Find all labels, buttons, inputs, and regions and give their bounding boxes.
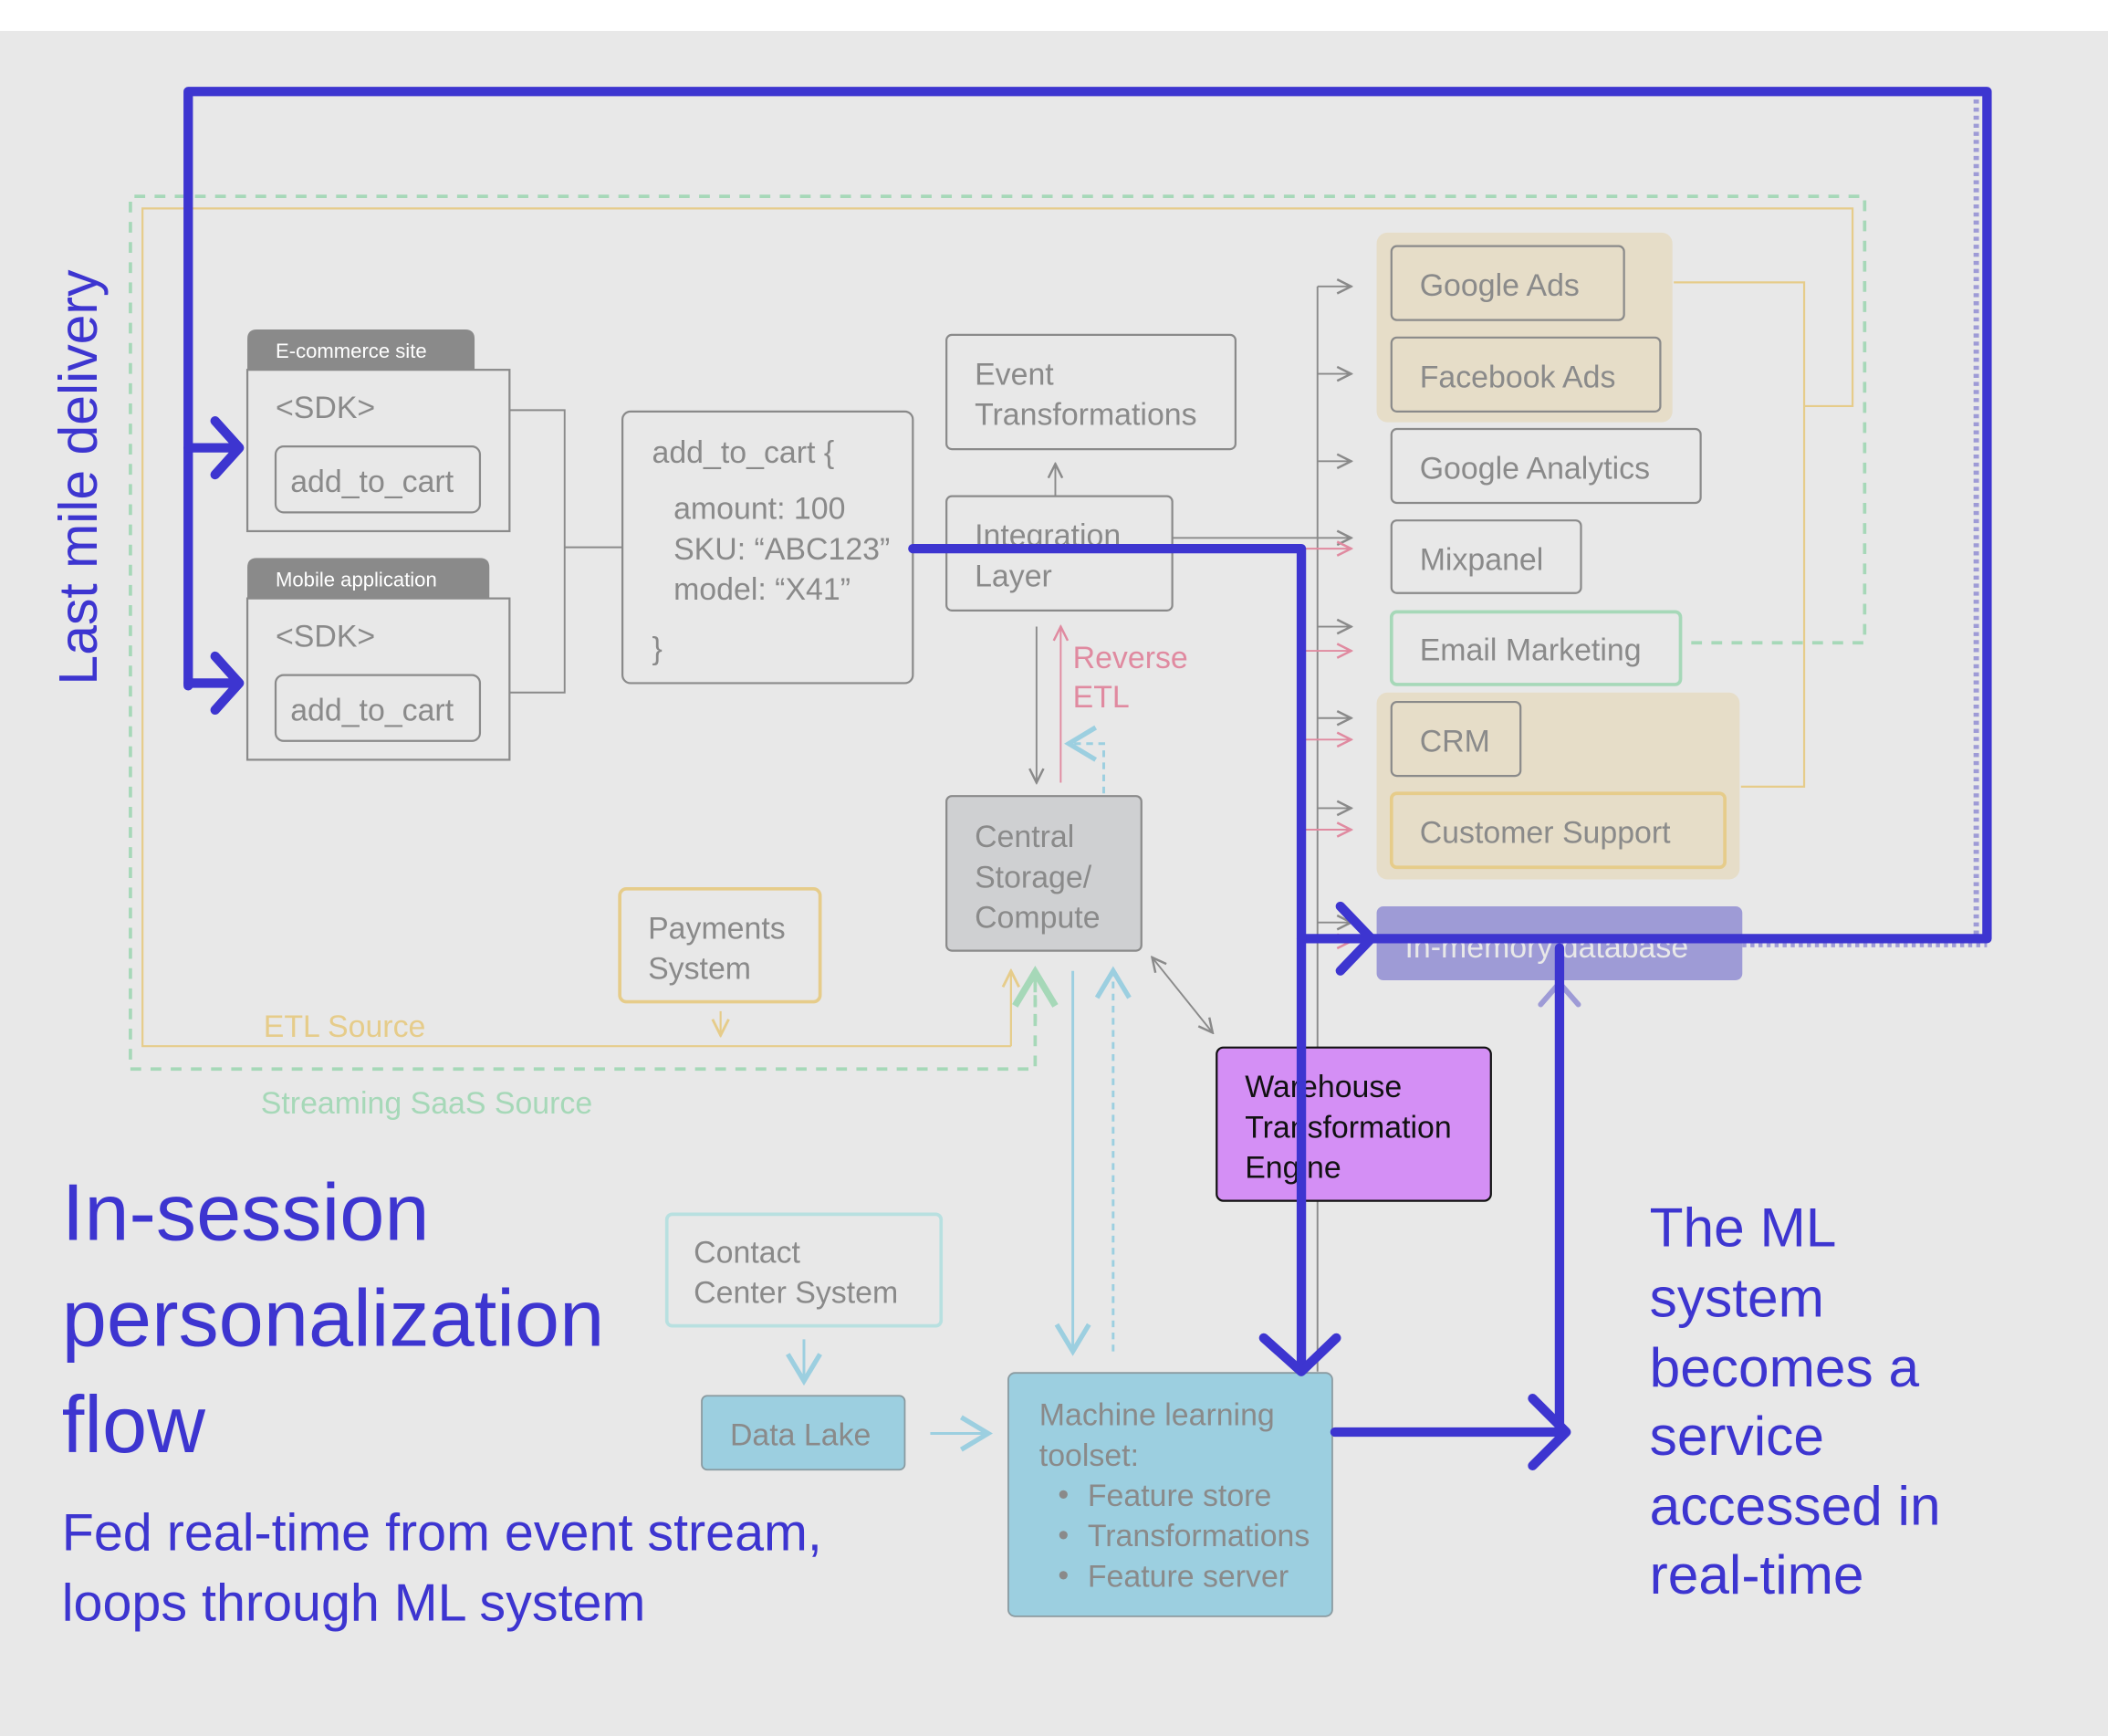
reverse-etl-label: ETL — [1073, 680, 1130, 715]
ml-service-note: The ML system becomes a service accessed… — [1650, 1197, 1941, 1605]
svg-text:In-session: In-session — [62, 1166, 430, 1257]
mobile-application: Mobile application <SDK> add_to_cart — [245, 558, 511, 761]
streaming-source-label: Streaming SaaS Source — [261, 1086, 592, 1121]
svg-text:}: } — [652, 632, 663, 666]
svg-text:add_to_cart: add_to_cart — [290, 465, 454, 499]
svg-text:SKU: “ABC123”: SKU: “ABC123” — [673, 532, 890, 567]
svg-text:•: • — [1058, 1478, 1069, 1512]
destination-mixpanel: Mixpanel — [1390, 519, 1582, 594]
ml-toolset: Machine learning toolset: • Feature store… — [1007, 1372, 1333, 1617]
svg-text:becomes a: becomes a — [1650, 1336, 1920, 1398]
svg-text:•: • — [1058, 1558, 1069, 1593]
svg-text:add_to_cart {: add_to_cart { — [652, 435, 835, 470]
page-title: In-session personalization flow — [62, 1166, 604, 1469]
svg-text:System: System — [648, 952, 751, 987]
svg-text:real-time: real-time — [1650, 1543, 1864, 1605]
svg-text:accessed in: accessed in — [1650, 1475, 1941, 1537]
svg-text:Transformations: Transformations — [975, 398, 1196, 433]
top-margin — [0, 0, 2108, 31]
event-payload: add_to_cart { amount: 100 SKU: “ABC123” … — [621, 410, 914, 685]
svg-text:Center System: Center System — [694, 1276, 898, 1311]
svg-text:service: service — [1650, 1405, 1824, 1467]
destination-google-ads: Google Ads — [1390, 245, 1625, 321]
svg-text:Feature store: Feature store — [1088, 1479, 1271, 1513]
last-mile-delivery-label: Last mile delivery — [49, 269, 109, 685]
svg-text:Payments: Payments — [648, 911, 786, 946]
subtitle: Fed real-time from event stream, loops t… — [62, 1504, 822, 1633]
svg-text:Central: Central — [975, 820, 1074, 854]
svg-text:Layer: Layer — [975, 559, 1052, 593]
svg-text:Google Ads: Google Ads — [1420, 268, 1580, 303]
etl-connector — [1674, 281, 1806, 788]
crm-group — [1376, 692, 1740, 880]
add-to-cart-event — [274, 674, 482, 742]
svg-text:Machine learning: Machine learning — [1039, 1398, 1275, 1433]
svg-text:Engine: Engine — [1245, 1151, 1341, 1186]
svg-text:Storage/: Storage/ — [975, 860, 1092, 894]
reverse-etl-label: Reverse — [1073, 641, 1188, 675]
svg-text:toolset:: toolset: — [1039, 1438, 1139, 1473]
svg-text:Email Marketing: Email Marketing — [1420, 633, 1642, 667]
svg-text:<SDK>: <SDK> — [276, 391, 375, 425]
svg-text:Google Analytics: Google Analytics — [1420, 452, 1650, 486]
svg-text:add_to_cart: add_to_cart — [290, 694, 454, 728]
svg-text:loops through ML system: loops through ML system — [62, 1574, 646, 1632]
destination-facebook-ads: Facebook Ads — [1390, 336, 1662, 413]
svg-text:Contact: Contact — [694, 1235, 800, 1270]
svg-text:Facebook Ads: Facebook Ads — [1420, 360, 1616, 394]
svg-text:CRM: CRM — [1420, 725, 1490, 759]
etl-source-outline — [141, 207, 1854, 1048]
svg-text:Mobile application: Mobile application — [276, 568, 437, 591]
svg-text:Warehouse: Warehouse — [1245, 1070, 1402, 1104]
svg-text:Feature server: Feature server — [1088, 1559, 1289, 1594]
streaming-back-arrow — [1064, 725, 1105, 794]
destination-crm: CRM — [1390, 700, 1522, 778]
svg-text:Event: Event — [975, 357, 1054, 392]
svg-text:Customer Support: Customer Support — [1420, 816, 1671, 851]
destination-email-marketing: Email Marketing — [1389, 610, 1683, 686]
svg-text:amount: 100: amount: 100 — [673, 492, 845, 527]
svg-text:personalization: personalization — [62, 1273, 604, 1364]
etl-source-label: ETL Source — [264, 1009, 426, 1044]
ads-group — [1376, 232, 1673, 423]
central-storage-compute: Central Storage/ Compute — [945, 795, 1143, 952]
destination-google-analytics: Google Analytics — [1390, 427, 1702, 505]
svg-text:Data Lake: Data Lake — [730, 1418, 871, 1453]
add-to-cart-event — [274, 445, 482, 514]
payments-system: Payments System — [618, 886, 822, 1004]
svg-text:model: “X41”: model: “X41” — [673, 572, 851, 607]
svg-text:Fed real-time from event strea: Fed real-time from event stream, — [62, 1504, 822, 1563]
contact-center-system: Contact Center System — [664, 1212, 944, 1328]
svg-text:Mixpanel: Mixpanel — [1420, 543, 1544, 578]
destination-customer-support: Customer Support — [1389, 791, 1727, 870]
svg-text:•: • — [1058, 1518, 1069, 1553]
svg-text:Compute: Compute — [975, 901, 1100, 936]
svg-text:system: system — [1650, 1266, 1824, 1328]
source-connector — [509, 409, 623, 694]
svg-text:<SDK>: <SDK> — [276, 620, 375, 654]
svg-text:flow: flow — [62, 1379, 206, 1469]
ecommerce-site: E-commerce site <SDK> add_to_cart — [245, 329, 511, 533]
svg-text:Transformations: Transformations — [1088, 1519, 1310, 1553]
svg-text:Transformation: Transformation — [1245, 1110, 1452, 1145]
warehouse-link — [1153, 957, 1213, 1033]
warehouse-transformation-engine: Warehouse Transformation Engine — [1216, 1046, 1492, 1202]
svg-text:E-commerce site: E-commerce site — [276, 340, 427, 362]
svg-text:The ML: The ML — [1650, 1197, 1837, 1259]
event-transformations: Event Transformations — [945, 333, 1237, 451]
last-mile-delivery-loop — [183, 87, 1992, 1470]
data-lake: Data Lake — [701, 1395, 906, 1471]
